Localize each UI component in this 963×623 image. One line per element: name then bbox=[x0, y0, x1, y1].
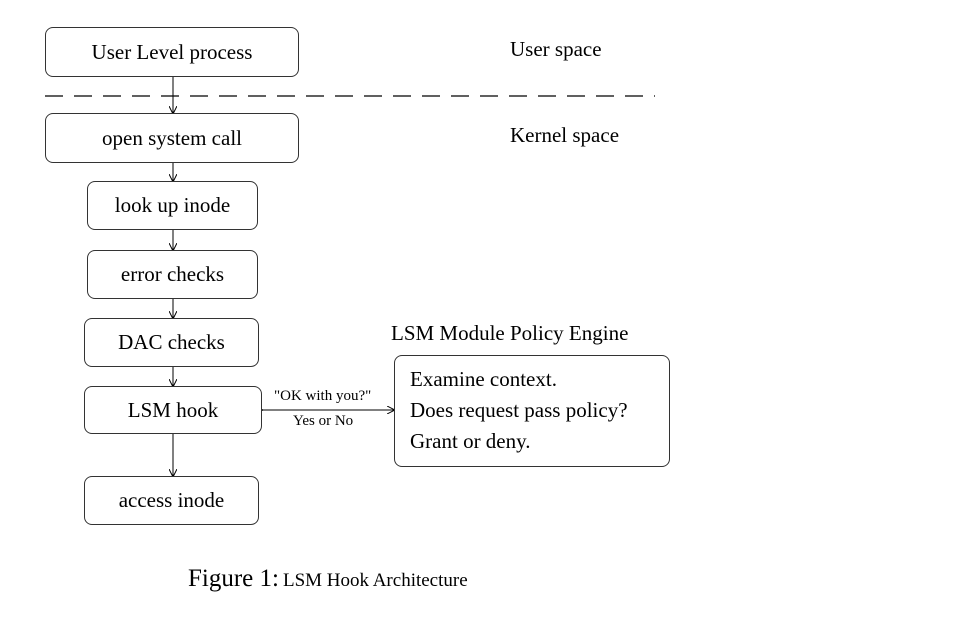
user-level-process-box: User Level process bbox=[45, 27, 299, 77]
hook-reply-label: Yes or No bbox=[293, 413, 354, 429]
policy-engine-box: Examine context. Does request pass polic… bbox=[394, 355, 670, 467]
access-inode-box: access inode bbox=[84, 476, 259, 525]
lookup-inode-box: look up inode bbox=[87, 181, 258, 230]
figure-caption-text: LSM Hook Architecture bbox=[282, 570, 468, 591]
lsm-hook-box: LSM hook bbox=[84, 386, 262, 434]
open-system-call-box: open system call bbox=[45, 113, 299, 163]
user-space-label: User space bbox=[510, 37, 602, 61]
error-checks-box: error checks bbox=[87, 250, 258, 299]
figure-caption: Figure 1: LSM Hook Architecture bbox=[188, 565, 468, 593]
policy-line-examine: Examine context. bbox=[410, 367, 557, 391]
kernel-space-label: Kernel space bbox=[510, 123, 620, 147]
policy-line-grant: Grant or deny. bbox=[410, 429, 531, 453]
policy-engine-title: LSM Module Policy Engine bbox=[391, 321, 629, 345]
policy-line-pass: Does request pass policy? bbox=[410, 398, 628, 422]
figure-number: Figure 1: bbox=[188, 565, 279, 592]
dac-checks-box: DAC checks bbox=[84, 318, 259, 367]
hook-query-label: "OK with you?" bbox=[274, 388, 372, 404]
